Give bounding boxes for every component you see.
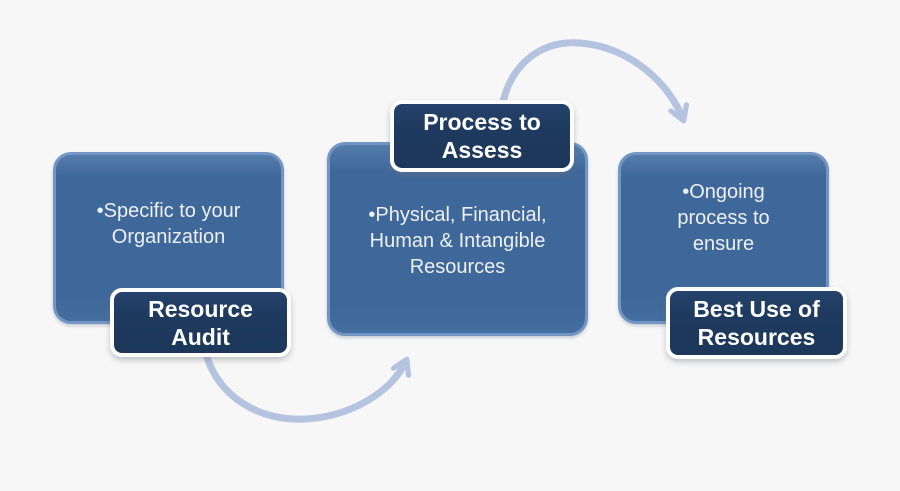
plate-process-to-assess: Process to Assess	[390, 100, 574, 172]
plate-best-use-of-resources: Best Use of Resources	[666, 287, 847, 359]
plate-resource-audit: Resource Audit	[110, 288, 291, 357]
curved-arrow-audit-to-assess-icon	[202, 352, 412, 423]
box-process-to-assess-body: •Physical, Financial, Human & Intangible…	[327, 142, 588, 336]
